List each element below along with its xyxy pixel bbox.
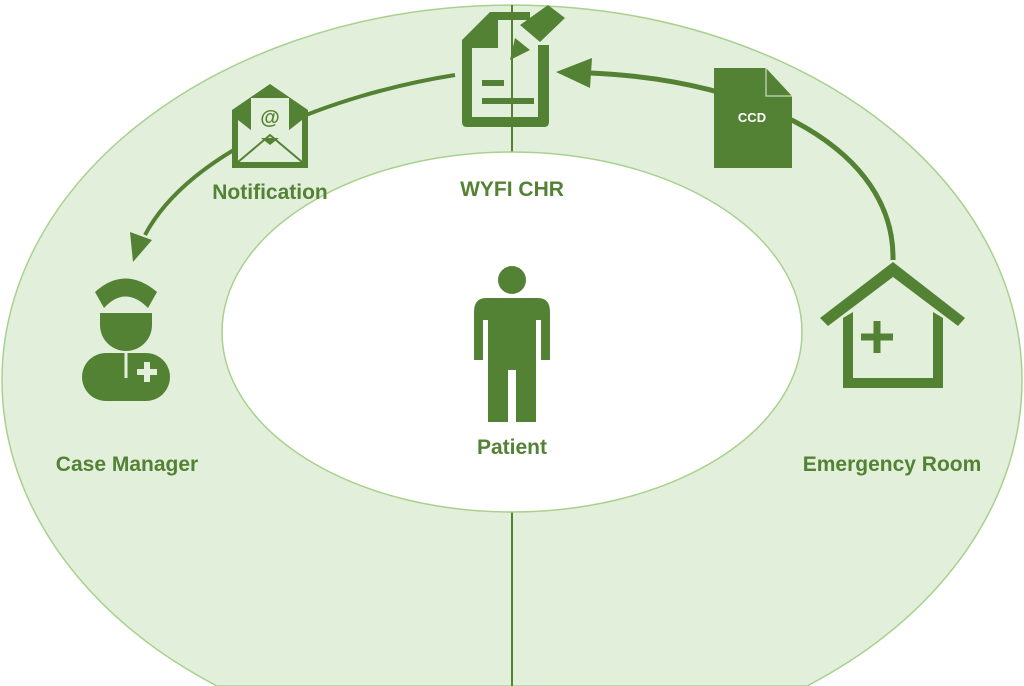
- ccd-label: CCD: [737, 110, 767, 125]
- arrowhead-wyfi: [556, 58, 592, 88]
- case-manager-label: Case Manager: [55, 453, 199, 476]
- document-edit-icon: [462, 5, 565, 127]
- nurse-icon: [82, 278, 170, 401]
- person-icon: [474, 266, 550, 422]
- svg-text:@: @: [260, 107, 280, 129]
- hospital-icon: [820, 262, 965, 388]
- arrow-er-to-wyfi: [589, 70, 896, 261]
- email-at-icon: @: [232, 84, 308, 168]
- arrowhead-case-manager: [130, 232, 152, 262]
- emergency-room-label: Emergency Room: [802, 453, 982, 476]
- file-icon: [714, 68, 792, 168]
- wyfi-chr-label: WYFI CHR: [460, 178, 564, 201]
- notification-label: Notification: [212, 181, 328, 204]
- patient-label: Patient: [476, 436, 548, 459]
